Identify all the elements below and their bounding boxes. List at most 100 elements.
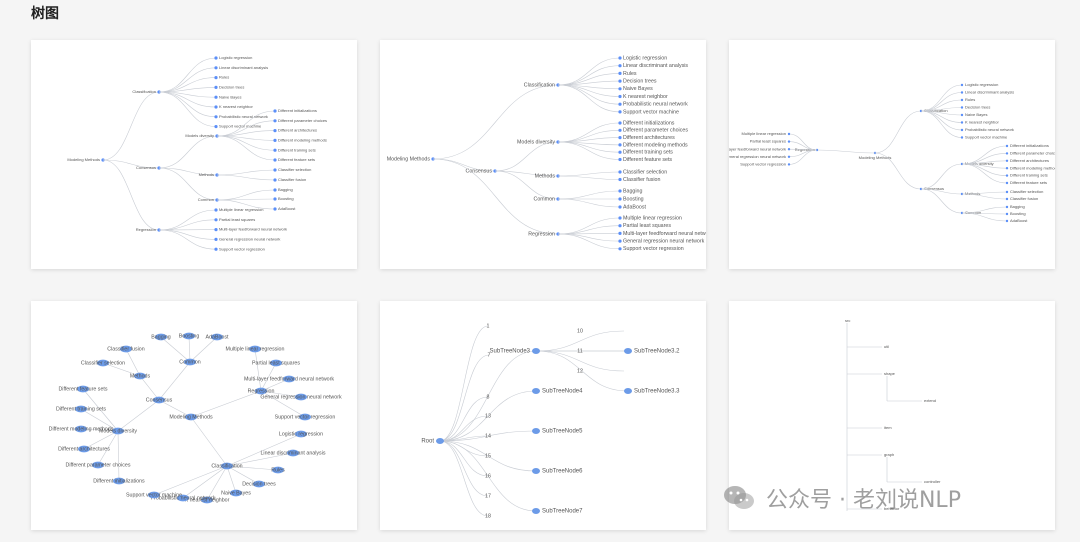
node-label: Support vector regression — [623, 246, 684, 252]
node-label: Different parameter choices — [278, 118, 327, 123]
graph-edge — [117, 430, 120, 482]
graph-node — [287, 449, 299, 457]
tree-node — [618, 79, 622, 83]
graph-node — [255, 387, 267, 395]
edge — [557, 84, 621, 113]
tree-node — [1005, 174, 1009, 177]
node-label: Methods — [199, 172, 214, 177]
tree-node — [1005, 167, 1009, 170]
graph-edge — [117, 399, 160, 432]
graph-node — [75, 405, 87, 413]
node-label: Multiple linear regression — [219, 207, 263, 212]
graph-edge — [182, 465, 228, 499]
subtree-number-label: 7 — [488, 352, 491, 358]
tree-node — [618, 87, 622, 91]
node-label: Support vector regression — [740, 161, 786, 166]
indented-item-label: behavior — [884, 506, 900, 511]
node-label: Partial least squares — [750, 139, 786, 144]
edge — [158, 91, 217, 127]
graph-node-label: Modeling Methods — [169, 414, 213, 420]
graph-edge — [82, 388, 119, 432]
graph-node-label: Consensus — [146, 397, 173, 403]
tree-node — [618, 205, 622, 209]
edge — [102, 159, 160, 169]
node-label: Bagging — [623, 188, 642, 194]
graph-edge — [226, 452, 294, 467]
edge — [439, 440, 537, 512]
graph-node — [295, 430, 307, 438]
graph-edge — [226, 465, 237, 494]
indented-item-label: controller — [924, 479, 941, 484]
node-label: Different architectures — [278, 128, 317, 133]
graph-edge — [226, 433, 302, 467]
edge — [158, 91, 217, 118]
edge — [439, 440, 489, 517]
graph-node — [184, 358, 196, 366]
tree-node — [618, 224, 622, 228]
subtree-node-label: SubTreeNode7 — [542, 509, 583, 515]
graph-node — [134, 372, 146, 380]
subtree-number-label: 10 — [577, 328, 583, 334]
node-label: Boosting — [278, 196, 294, 201]
node-label: Boosting — [1010, 211, 1026, 216]
graph-node — [153, 396, 165, 404]
edge — [961, 163, 1008, 184]
force-graph-chart: Modeling MethodsClassificationConsensusR… — [49, 332, 342, 503]
edge — [557, 175, 621, 180]
edge — [439, 325, 489, 442]
graph-edge — [97, 430, 119, 466]
edge — [158, 167, 218, 176]
edge — [920, 188, 963, 195]
graph-node-label: Methods — [130, 373, 151, 379]
tree-node — [960, 136, 964, 139]
graph-node-label: Models diversity — [99, 428, 137, 434]
node-label: Regression — [136, 227, 156, 232]
node-label: Multi-layer feedforward neural network — [623, 231, 706, 237]
edge — [216, 174, 276, 181]
tree-node — [960, 113, 964, 117]
node-label: Different modeling methods — [1010, 165, 1055, 170]
tree-node — [273, 109, 277, 113]
indented-tree-chart: srcutilshapeextenditemgraphcontrollerbeh… — [845, 318, 941, 511]
graph-edge — [190, 416, 228, 467]
subtree-number-label: 13 — [485, 413, 491, 419]
graph-node-label: Multiple linear regression — [226, 346, 285, 352]
node-label: Logistic regression — [965, 82, 998, 87]
node-label: Consensus — [136, 165, 156, 170]
graph-edge — [153, 465, 228, 496]
edge — [961, 212, 1008, 222]
node-label: Different feature sets — [623, 157, 672, 163]
graph-node-label: Common — [179, 359, 201, 365]
subtree-number-label: 14 — [485, 433, 491, 439]
graph-edge — [206, 465, 228, 501]
tree-node — [273, 168, 277, 172]
subtree-node — [532, 348, 540, 354]
graph-node — [120, 345, 132, 353]
edge — [557, 233, 621, 242]
indented-item-label: src — [845, 318, 850, 323]
edge — [920, 92, 963, 112]
graph-node — [211, 333, 223, 341]
edge — [432, 84, 559, 160]
edge — [216, 135, 276, 161]
graph-node-label: Linear discriminant analysis — [260, 450, 325, 456]
node-label: Classifier fusion — [623, 177, 660, 183]
graph-node — [183, 332, 195, 340]
edge — [557, 141, 621, 160]
tree-node — [618, 136, 622, 140]
graph-node — [253, 480, 265, 488]
graph-node — [221, 462, 233, 470]
graph-node-label: Support vector regression — [275, 414, 336, 420]
graph-node-label: K nearest neighbor — [185, 497, 230, 503]
tree-node — [960, 121, 964, 124]
edge — [557, 130, 621, 143]
graph-node-label: Boosting — [179, 333, 200, 339]
